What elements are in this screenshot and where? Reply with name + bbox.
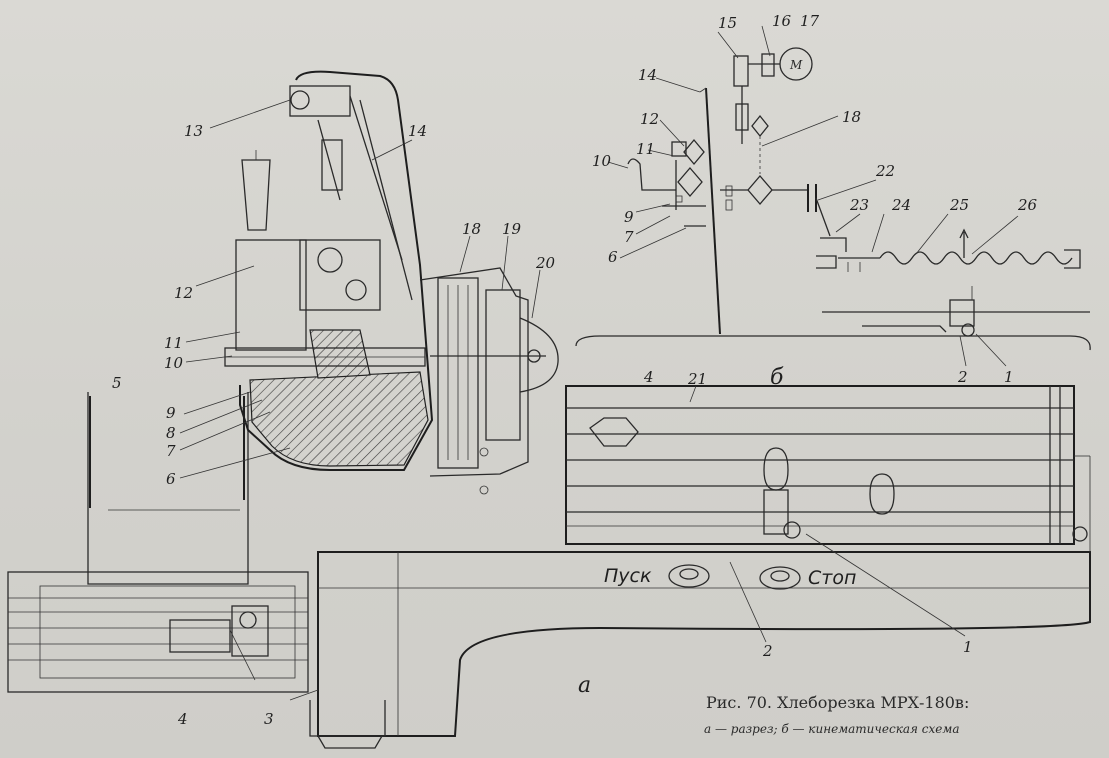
label-a-4: 4 xyxy=(177,710,188,728)
label-b-26: 26 xyxy=(1017,196,1038,214)
label-b-18: 18 xyxy=(842,108,861,126)
label-b-11: 11 xyxy=(636,140,655,158)
label-b-23: 23 xyxy=(849,196,869,214)
figure-caption-title: Рис. 70. Хлеборезка МРХ-180в: xyxy=(706,693,969,712)
label-a-11: 11 xyxy=(164,334,183,352)
label-b-24: 24 xyxy=(891,196,911,214)
label-b-22: 22 xyxy=(875,162,895,180)
label-b-16: 16 xyxy=(772,12,792,30)
motor-label: М xyxy=(789,58,803,72)
label-a-3: 3 xyxy=(264,710,274,728)
label-a-7: 7 xyxy=(166,442,176,460)
panel-label-a: а xyxy=(578,673,591,698)
start-label: Пуск xyxy=(604,565,652,587)
label-a-1: 1 xyxy=(963,638,973,656)
label-a-19: 19 xyxy=(502,220,522,238)
section-a-drawing xyxy=(7,70,1091,749)
label-b-25: 25 xyxy=(949,196,969,214)
label-b-14: 14 xyxy=(638,66,657,84)
label-b-10: 10 xyxy=(592,152,612,170)
label-a-10: 10 xyxy=(164,354,184,372)
label-b-9: 9 xyxy=(624,208,634,226)
label-b-12: 12 xyxy=(640,110,659,128)
label-a-5: 5 xyxy=(112,374,122,392)
figure-caption-subtitle: а — разрез; б — кинематическая схема xyxy=(704,722,959,736)
label-a-13: 13 xyxy=(184,122,203,140)
label-a-18: 18 xyxy=(462,220,481,238)
label-a-12: 12 xyxy=(174,284,193,302)
label-a-21: 21 xyxy=(687,370,707,388)
kinematic-scheme xyxy=(575,25,1091,367)
label-a-14: 14 xyxy=(408,122,427,140)
stop-label: Стоп xyxy=(808,567,856,589)
panel-label-b: б xyxy=(770,365,784,390)
label-a-6: 6 xyxy=(166,470,176,488)
label-b-15: 15 xyxy=(718,14,737,32)
label-a-2: 2 xyxy=(762,642,773,660)
label-b-1: 1 xyxy=(1004,368,1014,386)
label-b-2: 2 xyxy=(957,368,968,386)
label-b-4: 4 xyxy=(643,368,654,386)
label-a-8: 8 xyxy=(166,424,176,442)
label-a-20: 20 xyxy=(535,254,556,272)
label-a-9: 9 xyxy=(166,404,176,422)
label-b-17: 17 xyxy=(800,12,820,30)
label-b-6: 6 xyxy=(608,248,618,266)
label-b-7: 7 xyxy=(624,228,634,246)
